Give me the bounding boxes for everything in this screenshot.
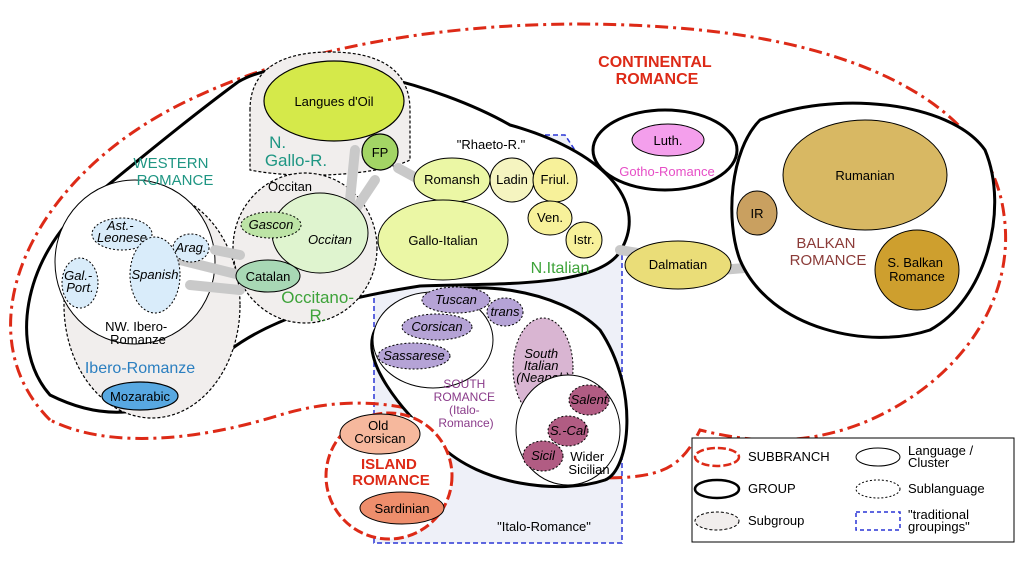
occitan-label: Occitan (308, 232, 352, 247)
langues-doil-node (263, 60, 405, 142)
venetian-node (527, 200, 573, 236)
old-corsican-label: Old Corsican (354, 418, 405, 446)
rhaeto-romance-label: "Rhaeto-R." (457, 137, 526, 152)
legend-subgroup-swatch (694, 511, 740, 531)
western-romance-label: WESTERN ROMANCE (133, 155, 213, 189)
tuscan-label: Tuscan (435, 292, 477, 307)
tuscan-node (421, 286, 491, 314)
friulian-label: Friul. (541, 172, 570, 187)
legend-language-swatch (855, 447, 901, 467)
salentino-label: Salent (571, 392, 609, 407)
gotho-romance-label: Gotho-Romance (619, 164, 714, 179)
lutheran-label: Luth. (654, 133, 683, 148)
ladin-label: Ladin (496, 172, 528, 187)
langues-doil-label: Langues d'Oil (294, 94, 373, 109)
n-gallo-romance-label: N. Gallo-R. (265, 133, 327, 170)
dalmatian-node (624, 240, 732, 290)
corsican-node (401, 313, 473, 341)
aragonese-label: Arag. (174, 240, 206, 255)
south-balkan-romance-label: S. Balkan Romance (887, 255, 946, 284)
fp-node (361, 133, 399, 171)
ibero-romance-label: Ibero-Romanze (85, 360, 195, 377)
continental-romance-label: CONTINENTAL ROMANCE (598, 54, 716, 88)
sardinian-node (359, 491, 445, 525)
south-calabrian-node (547, 415, 589, 447)
trans-node (486, 297, 524, 327)
catalan-node (235, 259, 301, 293)
balkan-romance-label: BALKAN ROMANCE (790, 235, 867, 269)
south-calabrian-label: S.-Cal (550, 423, 587, 438)
legend-language-label: Language / Cluster (908, 443, 977, 470)
catalan-label: Catalan (246, 269, 291, 284)
continental-romance-subbranch (9, 22, 1007, 480)
mozarabic-node (101, 381, 179, 411)
romansh-label: Romansh (424, 172, 480, 187)
legend-sublanguage-label: Sublanguage (908, 481, 985, 496)
istro-romanian-label: IR (751, 206, 764, 221)
gallo-italian-label: Gallo-Italian (408, 233, 477, 248)
mozarabic-label: Mozarabic (110, 389, 170, 404)
sicilian-node (522, 440, 564, 472)
island-romance-label: ISLAND ROMANCE (352, 456, 430, 489)
istriot-label: Istr. (574, 232, 595, 247)
ast-leonese-node (91, 217, 153, 251)
gascon-node (240, 211, 302, 239)
gal-port-node (61, 257, 99, 309)
corsican-label: Corsican (411, 319, 462, 334)
occitan-group-label: Occitan (268, 179, 312, 194)
nw-ibero-romance-label: NW. Ibero- Romanze (105, 319, 171, 347)
lutheran-node (631, 123, 705, 157)
legend-subgroup-label: Subgroup (748, 513, 804, 528)
dalmatian-label: Dalmatian (649, 257, 708, 272)
sardinian-label: Sardinian (375, 501, 430, 516)
salentino-node (568, 384, 610, 416)
fp-label: FP (372, 145, 389, 160)
wider-sicilian-label: Wider Sicilian (568, 449, 609, 477)
istro-romanian-node (736, 190, 778, 236)
legend-group-swatch (693, 478, 741, 500)
occitano-romance-label: Occitano- R. (281, 288, 358, 325)
trans-label: trans (491, 304, 520, 319)
legend-group-label: GROUP (748, 481, 796, 496)
legend-traditional-swatch (855, 511, 901, 531)
south-romance-label: SOUTH ROMANCE (Italo- Romance) (434, 377, 499, 430)
venetian-label: Ven. (537, 210, 563, 225)
legend-traditional-label: "traditional groupings" (908, 507, 973, 534)
spanish-label: Spanish (132, 267, 179, 282)
ast-leonese-label: Ast.- Leonese (97, 218, 147, 245)
aragonese-node (172, 233, 210, 263)
istriot-node (565, 221, 603, 259)
south-balkan-romance-node (874, 229, 960, 311)
legend-sublanguage-swatch (855, 479, 901, 499)
sassarese-label: Sassarese (383, 348, 444, 363)
spanish-node (129, 236, 181, 314)
legend-subbranch-label: SUBBRANCH (748, 449, 830, 464)
sassarese-node (377, 342, 451, 370)
italo-romance-label: "Italo-Romance" (497, 519, 591, 534)
gal-port-label: Gal.- Port. (64, 268, 96, 295)
legend-subbranch-swatch (693, 446, 741, 468)
legend: SUBBRANCH GROUP Subgroup Language / Clus… (691, 437, 1015, 543)
sicilian-label: Sicil (531, 448, 556, 463)
old-corsican-node (339, 413, 421, 455)
gascon-label: Gascon (249, 217, 294, 232)
northern-italian-label: N.Italian (531, 260, 590, 277)
gallo-italian-node (377, 199, 509, 281)
rumanian-label: Rumanian (835, 168, 894, 183)
rumanian-node (782, 119, 948, 231)
